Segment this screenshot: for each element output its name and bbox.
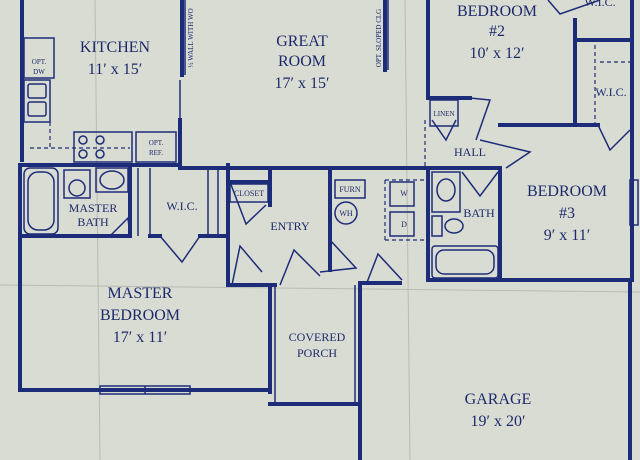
garage-size: 19′ x 20′ <box>471 413 526 430</box>
bedroom2-name: BEDROOM <box>457 3 537 20</box>
opt-dw-line-1: OPT. <box>32 58 47 66</box>
master-bath-name-2: BATH <box>77 215 109 229</box>
great-room-name-1: GREAT <box>276 33 328 50</box>
bedroom2-num: #2 <box>489 23 505 40</box>
opt-ref-line-2: REF. <box>149 149 163 157</box>
bedroom3-num: #3 <box>559 205 575 222</box>
master-bedroom-size: 17′ x 11′ <box>113 329 167 346</box>
sloped-clg-note: OPT. SLOPED CLG <box>375 9 383 67</box>
wic-master-name: W.I.C. <box>166 199 197 213</box>
bedroom2-size: 10′ x 12′ <box>470 45 525 62</box>
door-swings <box>109 0 631 286</box>
furn-name: FURN <box>339 185 361 194</box>
half-wall-note: ½ WALL WITH WO <box>187 8 195 67</box>
entry-name: ENTRY <box>270 219 310 233</box>
opt-dw-line-2: DW <box>33 68 45 76</box>
master-bath-name-1: MASTER <box>69 201 118 215</box>
garage-name: GARAGE <box>465 391 532 408</box>
walls <box>18 0 634 460</box>
room-labels: KITCHEN 11′ x 15′ GREAT ROOM 17′ x 15′ B… <box>32 0 627 430</box>
great-room-size: 17′ x 15′ <box>275 75 330 92</box>
utility-boxes <box>229 99 459 237</box>
closet-name: CLOSET <box>234 189 264 198</box>
kitchen-name: KITCHEN <box>80 39 151 56</box>
master-bedroom-name-2: BEDROOM <box>100 307 180 324</box>
great-room-name-2: ROOM <box>278 53 326 70</box>
covered-porch-name-1: COVERED <box>289 330 346 344</box>
bedroom3-name: BEDROOM <box>527 183 607 200</box>
linen-name: LINEN <box>434 110 455 118</box>
bath-name: BATH <box>463 206 495 220</box>
master-bath-fixtures <box>23 167 219 236</box>
detail-lines <box>30 0 639 404</box>
opt-ref-line-1: OPT. <box>149 139 164 147</box>
wh-name: WH <box>339 209 353 218</box>
kitchen-size: 11′ x 15′ <box>88 61 142 78</box>
wic-right-name: W.I.C. <box>595 85 626 99</box>
washer-name: W <box>400 189 408 198</box>
kitchen-fixtures <box>23 37 177 163</box>
master-bedroom-name-1: MASTER <box>108 285 173 302</box>
covered-porch-name-2: PORCH <box>297 346 337 360</box>
bath-fixtures <box>431 171 499 279</box>
wic-top-name: W.I.C. <box>584 0 615 9</box>
hall-name: HALL <box>454 145 486 159</box>
bedroom3-size: 9′ x 11′ <box>544 227 590 244</box>
dryer-name: D <box>401 220 407 229</box>
